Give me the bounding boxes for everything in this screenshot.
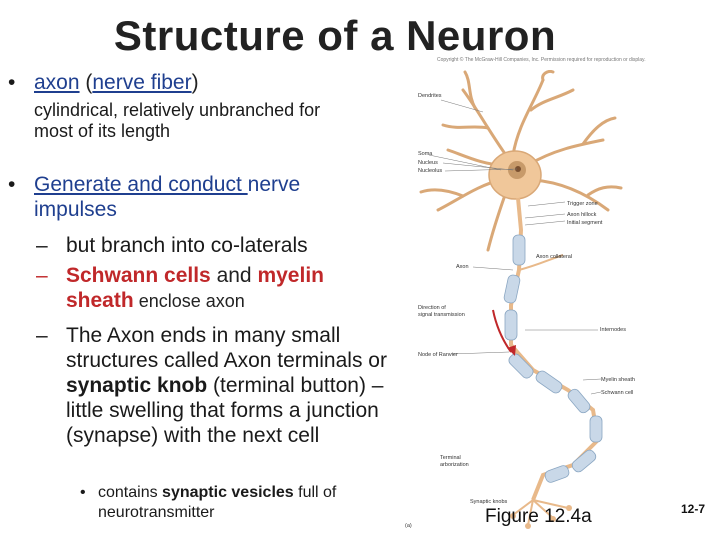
term-nerve-fiber: nerve fiber [92, 71, 192, 94]
label-soma: Soma [418, 151, 433, 157]
slide-number: 12-7 [681, 502, 706, 516]
figure-caption: Figure 12.4a [485, 506, 592, 527]
bullet-marker: • [8, 173, 16, 196]
label-nucleus: Nucleus [418, 160, 438, 166]
dash-schwann-text: Schwann cells and myelin sheath enclose … [66, 263, 396, 314]
label-axon-hillock: Axon hillock [567, 212, 597, 218]
dash-terminals-text: The Axon ends in many small structures c… [66, 323, 396, 448]
term-synaptic-knob: synaptic knob [66, 374, 208, 397]
enclose-axon-text: enclose axon [133, 291, 245, 311]
label-axon: Axon [456, 264, 469, 270]
myelin-segments [503, 234, 603, 483]
label-schwann-cell: Schwann cell [601, 390, 634, 396]
dash-marker: – [36, 324, 48, 347]
label-nucleolus: Nucleolus [418, 168, 443, 174]
label-axon-collateral: Axon collateral [536, 254, 573, 260]
label-node-of-ranvier: Node of Ranvier [418, 352, 458, 358]
label-internodes: Internodes [600, 327, 626, 333]
bullet-axon-text: axon (nerve fiber) [34, 71, 199, 94]
generate-underlined: Generate and conduct [34, 173, 248, 196]
dash-schwann: – Schwann cells and myelin sheath enclos… [36, 263, 396, 314]
label-trigger-zone: Trigger zone [567, 201, 598, 207]
nucleolus-illustration [515, 166, 521, 172]
synaptic-knobs-illustration [510, 505, 572, 529]
terminal-arborization-illustration [512, 499, 569, 526]
slide-title: Structure of a Neuron [113, 12, 557, 59]
bullet-generate-text: Generate and conduct nerve impulses [34, 172, 368, 222]
label-initial-segment: Initial segment [567, 220, 603, 226]
dash-terminals: – The Axon ends in many small structures… [36, 323, 396, 448]
copyright-notice: Copyright © The McGraw-Hill Companies, I… [437, 57, 646, 63]
axon-collateral-illustration [518, 254, 564, 271]
dendrites-illustration [419, 70, 623, 252]
direction-arrowhead [507, 345, 516, 356]
vesicles-part3: full of neurotransmitter [98, 484, 337, 521]
bullet-axon: • axon (nerve fiber) [8, 70, 199, 95]
label-synaptic-knobs: Synaptic knobs [470, 499, 508, 505]
term-schwann-cells: Schwann cells [66, 264, 211, 287]
neuron-diagram [419, 70, 623, 529]
label-myelin-sheath: Myelin sheath [601, 377, 635, 383]
label-arborization: arborization [440, 462, 469, 468]
and-text: and [210, 264, 258, 287]
label-direction-2: signal transmission [418, 312, 465, 318]
terminals-part3: (terminal button) – little swelling that… [66, 374, 384, 447]
bullet-marker: • [8, 71, 16, 94]
bullet-generate: • Generate and conduct nerve impulses [8, 172, 368, 222]
label-direction: Direction of [418, 305, 446, 311]
dash-marker: – [36, 264, 48, 287]
label-leader-lines [428, 99, 602, 395]
terminals-part1: The Axon ends in many small structures c… [66, 324, 387, 372]
subbullet-vesicles-text: contains synaptic vesicles full of neuro… [98, 483, 380, 523]
label-dendrites: Dendrites [418, 93, 442, 99]
paren-open: ( [79, 71, 93, 94]
axon-description: cylindrical, relatively unbranched for m… [34, 100, 321, 141]
dash-collaterals-text: but branch into co-laterals [66, 234, 308, 257]
dash-marker: – [36, 234, 48, 257]
generate-rest: nerve impulses [34, 173, 301, 221]
term-axon: axon [34, 71, 80, 94]
dash-collaterals: – but branch into co-laterals [36, 233, 396, 258]
term-myelin-sheath: myelin sheath [66, 264, 324, 312]
term-synaptic-vesicles: synaptic vesicles [162, 484, 294, 501]
paren-close: ) [191, 71, 199, 94]
label-terminal: Terminal [440, 455, 461, 461]
subbullet-marker: • [80, 484, 86, 501]
vesicles-part1: contains [98, 484, 163, 501]
subbullet-vesicles: • contains synaptic vesicles full of neu… [80, 483, 380, 523]
label-panel: (a) [405, 523, 412, 529]
